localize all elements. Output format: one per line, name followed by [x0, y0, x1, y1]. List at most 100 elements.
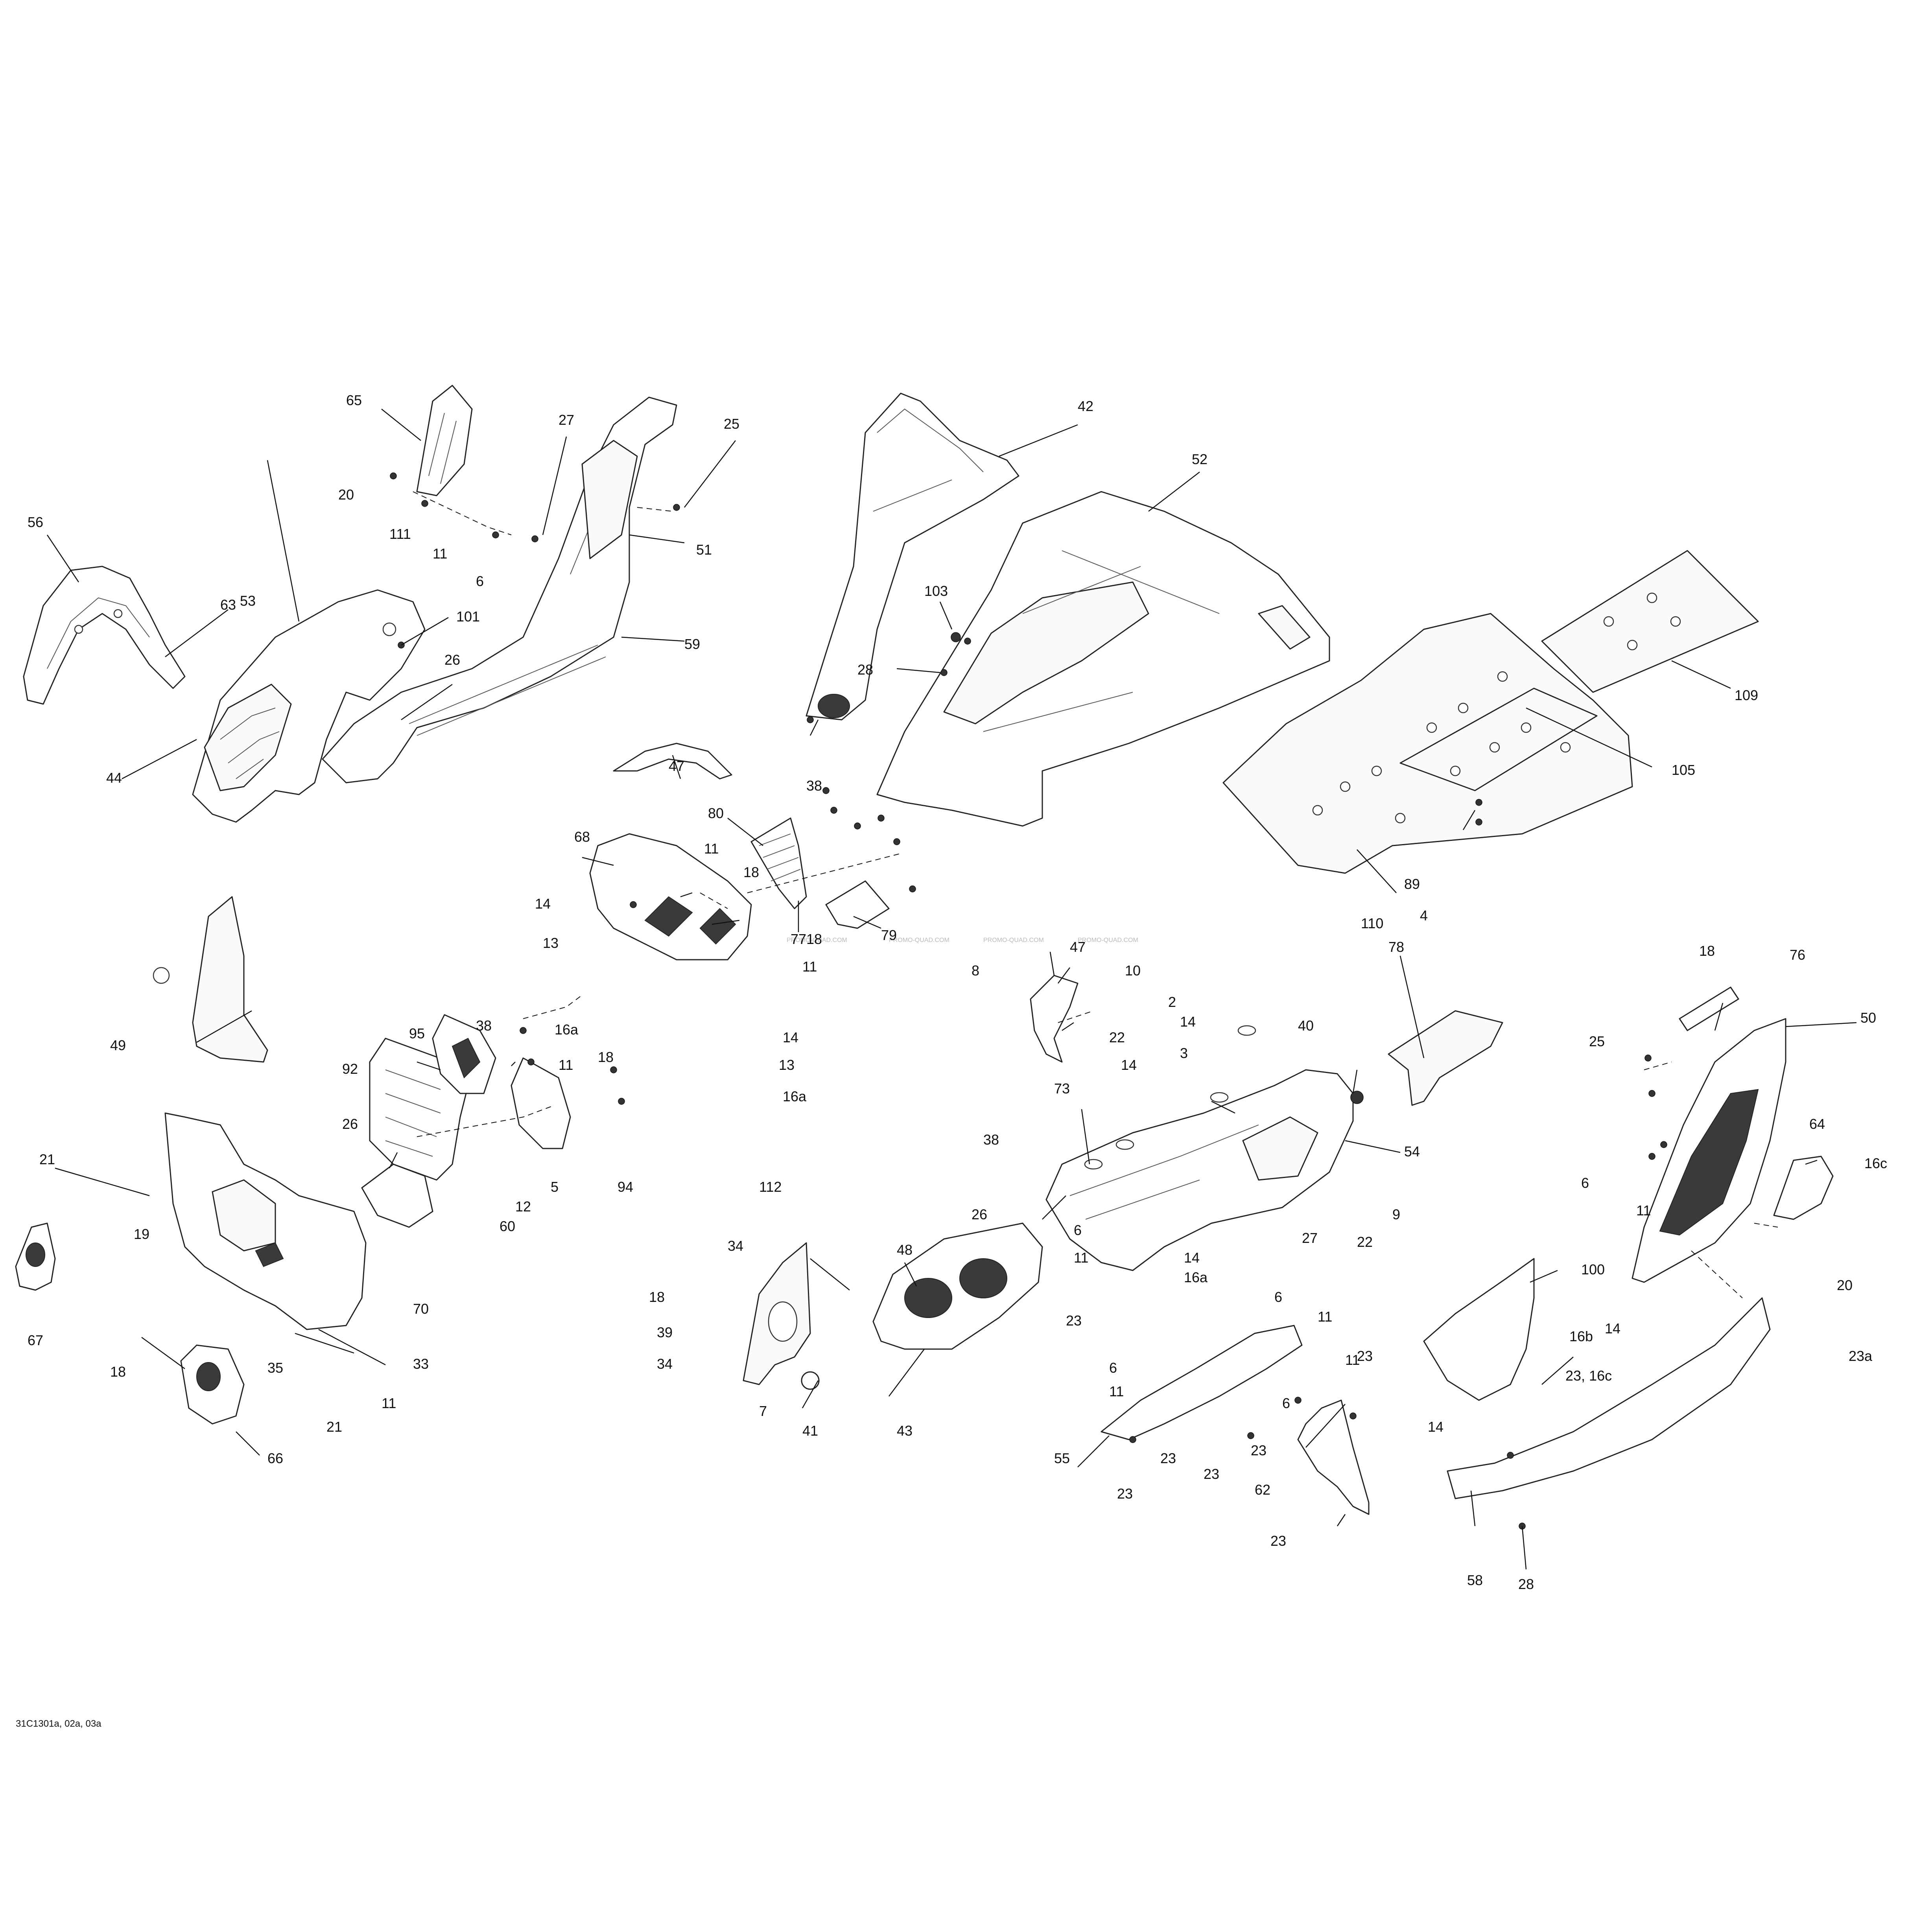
callout-53: 53 [240, 593, 256, 609]
callout-14-g: 14 [1428, 1419, 1443, 1435]
callout-13-a: 13 [543, 935, 559, 951]
callout-100: 100 [1581, 1261, 1605, 1278]
callout-78: 78 [1388, 939, 1404, 955]
callout-6-e: 6 [1282, 1395, 1290, 1411]
callout-23-b: 23 [1357, 1348, 1373, 1364]
part-53-front-fender [192, 589, 426, 823]
callout-23-c: 23 [1160, 1450, 1176, 1466]
callout-18-d: 18 [110, 1364, 126, 1380]
callout-4: 4 [1420, 907, 1428, 924]
callout-23-d: 23 [1204, 1466, 1219, 1482]
callout-68: 68 [574, 829, 590, 845]
callout-35: 35 [267, 1360, 283, 1376]
callout-49: 49 [110, 1037, 126, 1053]
callout-54: 54 [1404, 1143, 1420, 1160]
part-56-front-fender-flap [23, 566, 186, 705]
watermark-1: PROMO-QUAD.COM [787, 937, 847, 944]
callout-20: 20 [338, 487, 354, 503]
callout-5: 5 [551, 1179, 559, 1195]
callout-12: 12 [515, 1198, 531, 1215]
callout-52: 52 [1192, 451, 1208, 467]
callout-44: 44 [106, 770, 122, 786]
callout-55: 55 [1054, 1450, 1070, 1466]
callout-8: 8 [972, 962, 979, 979]
part-76-strip [1679, 986, 1739, 1031]
callout-110: 110 [1361, 915, 1383, 931]
callout-11-g: 11 [1318, 1309, 1332, 1325]
callout-11-c: 11 [802, 959, 817, 975]
callout-14-a: 14 [535, 896, 551, 912]
callout-16a-c: 16a [1184, 1269, 1208, 1285]
callout-14-b: 14 [783, 1029, 798, 1045]
watermark-2: PROMO-QUAD.COM [889, 937, 949, 944]
callout-labels: 65 27 25 20 111 11 6 51 59 56 53 63 101 … [16, 392, 1887, 1729]
callout-92: 92 [342, 1061, 358, 1077]
callout-111: 111 [389, 526, 411, 542]
callout-2: 2 [1168, 994, 1176, 1010]
callout-18-c: 18 [598, 1049, 614, 1065]
part-48-side-panel [743, 1242, 820, 1390]
callout-70: 70 [413, 1301, 429, 1317]
callout-26: 26 [444, 652, 460, 668]
callout-16a-b: 16a [783, 1088, 807, 1104]
part-49-side-shield [153, 896, 268, 1063]
callout-11-i: 11 [1345, 1352, 1360, 1368]
callout-26-b: 26 [342, 1116, 358, 1132]
part-80-front-grille [750, 817, 890, 929]
part-62-side-plate [1297, 1399, 1370, 1515]
callout-18-b: 18 [806, 931, 822, 947]
callout-11-d: 11 [559, 1057, 573, 1073]
callout-39: 39 [657, 1324, 673, 1340]
callout-28: 28 [857, 662, 873, 678]
leader-lines [46, 409, 1857, 1570]
callout-51: 51 [696, 542, 712, 558]
callout-27-b: 27 [1302, 1230, 1318, 1246]
callout-48: 48 [897, 1242, 913, 1258]
callout-6-d: 6 [1109, 1360, 1117, 1376]
part-67-headlight [15, 1222, 56, 1291]
callout-23-g: 23 [1270, 1533, 1286, 1549]
callout-94: 94 [618, 1179, 633, 1195]
callout-6-c: 6 [1274, 1289, 1282, 1305]
callout-25: 25 [724, 416, 739, 432]
part-95-grille-insert [432, 1014, 496, 1094]
part-109-rear-skid-plate [1541, 550, 1759, 693]
callout-60: 60 [500, 1218, 515, 1234]
reference-code: 31C1301a, 02a, 03a [16, 1718, 101, 1729]
part-68-bumper-support [589, 833, 752, 960]
part-52-body-panel [876, 491, 1330, 827]
callout-66: 66 [267, 1450, 283, 1466]
callout-50: 50 [1860, 1010, 1876, 1026]
callout-62: 62 [1255, 1482, 1270, 1498]
callout-80: 80 [708, 805, 724, 821]
callout-28-b: 28 [1518, 1576, 1534, 1592]
callout-40: 40 [1298, 1018, 1314, 1034]
callout-112: 112 [759, 1179, 782, 1195]
part-70-front-bumper [164, 1112, 367, 1330]
callout-3: 3 [1180, 1045, 1188, 1061]
callout-43: 43 [897, 1423, 913, 1439]
callout-38-c: 38 [983, 1132, 999, 1148]
part-65-side-cover [416, 385, 473, 496]
callout-23-16c: 23, 16c [1565, 1368, 1612, 1384]
callout-6-b: 6 [1074, 1222, 1082, 1238]
callout-18-a: 18 [743, 864, 759, 880]
assembly-lines [413, 491, 1778, 1298]
callout-6: 6 [476, 573, 484, 589]
callout-41: 41 [802, 1423, 818, 1439]
callout-16b: 16b [1569, 1328, 1593, 1344]
callout-64: 64 [1809, 1116, 1825, 1132]
callout-16c: 16c [1864, 1155, 1887, 1171]
watermark-3: PROMO-QUAD.COM [983, 937, 1044, 944]
callout-38-b: 38 [476, 1018, 492, 1034]
callout-14-d: 14 [1121, 1057, 1137, 1073]
callout-103: 103 [924, 583, 948, 599]
callout-42: 42 [1078, 398, 1093, 414]
callout-18-e: 18 [649, 1289, 665, 1305]
callout-63: 63 [220, 597, 236, 613]
callout-23a: 23a [1849, 1348, 1873, 1364]
callout-16a-a: 16a [555, 1021, 579, 1038]
fasteners [390, 472, 1667, 1530]
callout-11-f: 11 [1074, 1250, 1088, 1266]
callout-76: 76 [1790, 947, 1805, 963]
